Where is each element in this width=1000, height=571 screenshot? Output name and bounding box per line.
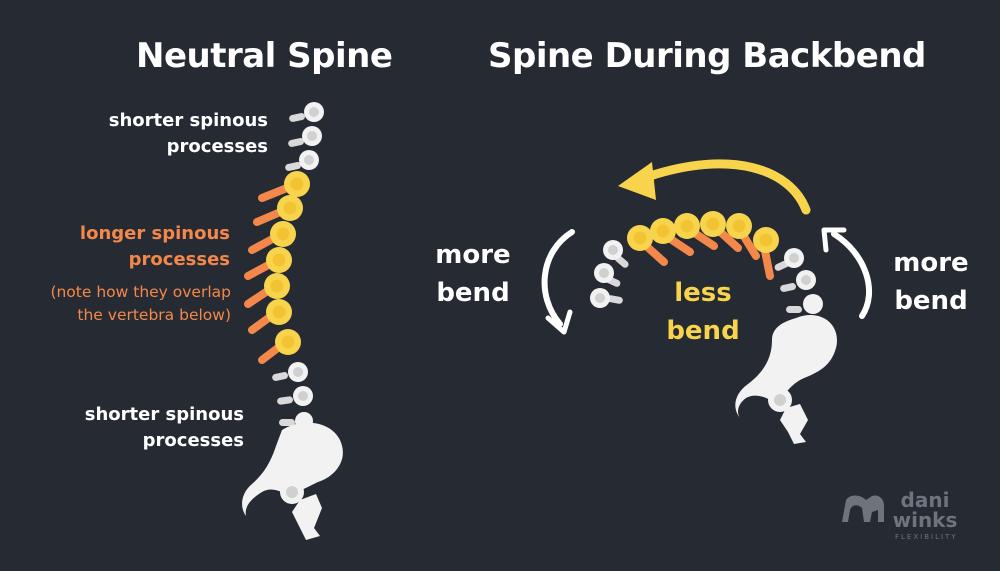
longer-line1: longer spinous (79, 223, 230, 244)
longer-processes-label: longer spinous processes (80, 221, 230, 273)
overlap-note: (note how they overlap the vertebra belo… (50, 281, 231, 327)
left-curve-arrowhead (545, 309, 573, 335)
note-line2: the vertebra below) (77, 306, 231, 324)
right-more-bend-label: more bend (886, 244, 976, 320)
right-curve-arrowhead (821, 227, 847, 253)
neutral-upper-white-vertebrae (285, 102, 324, 171)
less-line1: less (674, 278, 732, 308)
longer-line2: processes (128, 249, 230, 270)
less-line2: bend (666, 316, 740, 346)
backbend-pelvis (735, 314, 837, 444)
backbend-top-arrow (645, 159, 811, 215)
less-bend-label: less bend (658, 274, 748, 350)
logo-wordmark: dani winks (890, 490, 960, 530)
backbend-title: Spine During Backbend (488, 36, 926, 76)
logo-line1: dani (900, 488, 950, 512)
top-shorter-line2: processes (166, 136, 268, 157)
neutral-spine-title: Neutral Spine (136, 36, 393, 76)
right-more-line2: bend (894, 286, 968, 316)
left-more-bend-label: more bend (428, 236, 518, 312)
left-more-line1: more (435, 240, 511, 270)
neutral-pelvis (242, 422, 343, 540)
neutral-lumbar-thoracic-vertebrae (244, 171, 310, 364)
backbend-top-arrowhead (618, 162, 656, 200)
left-more-line2: bend (436, 278, 510, 308)
top-shorter-line1: shorter spinous (108, 110, 268, 131)
backbend-left-white-vertebrae (590, 240, 629, 308)
logo-line2: winks (892, 508, 958, 532)
note-line1: (note how they overlap (50, 283, 231, 301)
logo-figure-icon (842, 495, 884, 522)
bottom-shorter-processes-label: shorter spinous processes (85, 402, 244, 454)
bottom-shorter-line1: shorter spinous (84, 404, 244, 425)
backbend-right-white-vertebrae (774, 248, 823, 314)
backbend-yellow-vertebrae (627, 211, 779, 280)
neutral-spine (242, 102, 343, 540)
top-shorter-processes-label: shorter spinous processes (109, 108, 268, 160)
right-more-line1: more (893, 248, 969, 278)
left-curve-arrow (541, 229, 575, 327)
right-curve-arrow (831, 231, 873, 319)
backbend-spine (541, 159, 873, 444)
neutral-lower-white-vertebrae (272, 362, 313, 430)
bottom-shorter-line2: processes (142, 430, 244, 451)
logo-subtitle: FLEXIBILITY (895, 533, 958, 541)
